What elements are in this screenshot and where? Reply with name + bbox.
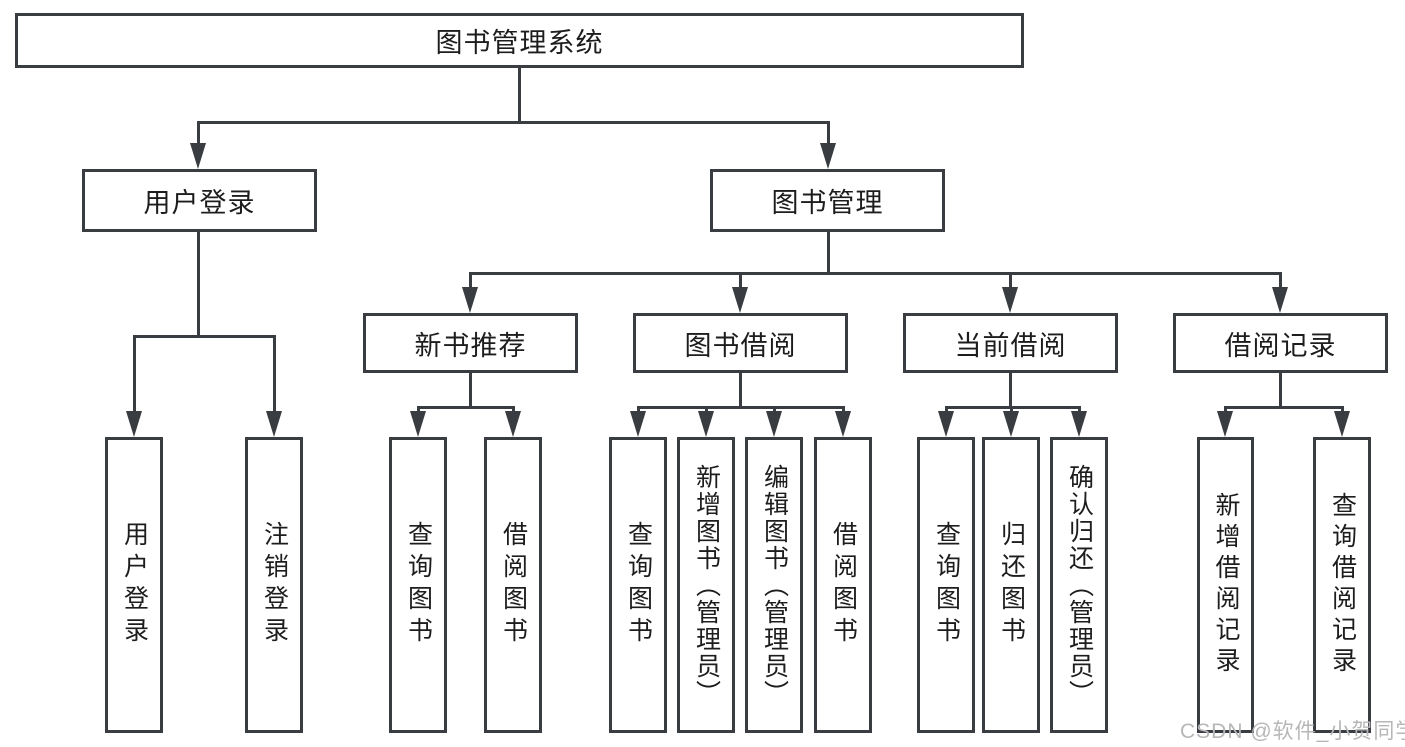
arrow-down-g3-leaf4 xyxy=(835,411,851,437)
connector-book-borrow-bar xyxy=(637,406,845,409)
connector-current-borrow-stub xyxy=(1009,272,1012,290)
arrow-down-g2-leaf2 xyxy=(505,411,521,437)
node-leaf-query-borrow-record: 查询借阅记录 xyxy=(1313,437,1371,733)
node-leaf-add-book-admin: 新增图书（管理员） xyxy=(677,437,735,733)
node-library-system-label: 图书管理系统 xyxy=(435,28,604,58)
node-book-management: 图书管理 xyxy=(710,169,945,232)
connector-borrow-records-stub xyxy=(1279,272,1282,290)
node-book-borrow-label: 图书借阅 xyxy=(684,330,797,361)
connector-g3-leaf2-stub xyxy=(705,406,708,415)
arrow-down-current-borrow xyxy=(1002,287,1018,313)
node-leaf-query-books-borrow-label: 查询图书 xyxy=(624,521,653,649)
node-borrow-records: 借阅记录 xyxy=(1173,313,1388,373)
connector-book-borrow-stub xyxy=(739,272,742,290)
connector-g3-leaf1-stub xyxy=(637,406,640,415)
arrow-down-g5-leaf1 xyxy=(1217,411,1233,437)
node-leaf-edit-book-admin: 编辑图书（管理员） xyxy=(745,437,803,733)
arrow-down-g2-leaf1 xyxy=(410,411,426,437)
connector-current-borrow-stem xyxy=(1009,373,1012,409)
connector-g4-leaf1-stub xyxy=(945,406,948,415)
arrow-down-g4-leaf1 xyxy=(938,411,954,437)
arrow-down-g3-leaf1 xyxy=(630,411,646,437)
connector-g3-leaf4-stub xyxy=(842,406,845,415)
node-leaf-edit-book-admin-label: 编辑图书（管理员） xyxy=(760,463,789,707)
node-leaf-query-books-current-label: 查询图书 xyxy=(932,521,961,649)
connector-book-management-stub xyxy=(827,121,830,146)
connector-g5-leaf1-stub xyxy=(1224,406,1227,415)
connector-level2-bar xyxy=(197,121,830,124)
arrow-down-new-book xyxy=(462,287,478,313)
node-leaf-add-book-admin-label: 新增图书（管理员） xyxy=(692,463,721,707)
connector-new-book-stem xyxy=(469,373,472,409)
node-leaf-query-books-recommend-label: 查询图书 xyxy=(404,521,433,649)
connector-g2-leaf2-stub xyxy=(512,406,515,415)
connector-new-book-stub xyxy=(469,272,472,290)
connector-borrow-records-bar xyxy=(1224,406,1344,409)
arrow-down-book-borrow xyxy=(732,287,748,313)
csdn-watermark: CSDN @软件_小贺同学 xyxy=(1180,720,1405,743)
connector-user-login-stem xyxy=(197,232,200,338)
connector-book-management-stem xyxy=(827,232,830,275)
arrow-down-g4-leaf2 xyxy=(1003,411,1019,437)
arrow-down-g5-leaf2 xyxy=(1334,411,1350,437)
node-leaf-user-login: 用户登录 xyxy=(105,437,163,733)
node-leaf-borrow-books: 借阅图书 xyxy=(814,437,872,733)
node-new-book-recommend: 新书推荐 xyxy=(363,313,578,373)
connector-new-book-bar xyxy=(417,406,515,409)
node-leaf-borrow-books-recommend: 借阅图书 xyxy=(484,437,542,733)
node-leaf-query-borrow-record-label: 查询借阅记录 xyxy=(1328,492,1357,678)
node-current-borrow: 当前借阅 xyxy=(903,313,1118,373)
node-leaf-return-book-label: 归还图书 xyxy=(997,521,1026,649)
connector-g2-leaf1-stub xyxy=(417,406,420,415)
arrow-down-leaf-login xyxy=(126,411,142,437)
node-leaf-confirm-return-admin-label: 确认归还（管理员） xyxy=(1065,463,1094,707)
connector-user-login-bar xyxy=(133,335,276,338)
arrow-down-user-login xyxy=(190,143,206,169)
node-user-login-label: 用户登录 xyxy=(143,188,256,218)
node-leaf-logout-login: 注销登录 xyxy=(245,437,303,733)
connector-root-stem xyxy=(518,68,521,121)
node-leaf-return-book: 归还图书 xyxy=(982,437,1040,733)
connector-book-borrow-stem xyxy=(739,373,742,409)
node-leaf-add-borrow-record-label: 新增借阅记录 xyxy=(1212,492,1240,678)
node-leaf-confirm-return-admin: 确认归还（管理员） xyxy=(1050,437,1108,733)
node-leaf-logout-login-label: 注销登录 xyxy=(260,521,289,649)
node-new-book-recommend-label: 新书推荐 xyxy=(414,330,527,361)
node-leaf-query-books-recommend: 查询图书 xyxy=(389,437,447,733)
node-leaf-query-books-current: 查询图书 xyxy=(917,437,975,733)
connector-level3-bar xyxy=(469,272,1282,275)
node-library-system: 图书管理系统 xyxy=(15,13,1024,68)
node-borrow-records-label: 借阅记录 xyxy=(1224,330,1337,361)
node-book-management-label: 图书管理 xyxy=(771,188,884,218)
arrow-down-g4-leaf3 xyxy=(1071,411,1087,437)
connector-g5-leaf2-stub xyxy=(1341,406,1344,415)
connector-g4-leaf2-stub xyxy=(1010,406,1013,415)
connector-leaf-login-stub xyxy=(133,335,136,415)
node-leaf-add-borrow-record: 新增借阅记录 xyxy=(1197,437,1254,733)
node-current-borrow-label: 当前借阅 xyxy=(954,330,1067,361)
connector-user-login-stub xyxy=(197,121,200,146)
connector-g3-leaf3-stub xyxy=(773,406,776,415)
node-leaf-user-login-label: 用户登录 xyxy=(120,521,149,649)
arrow-down-g3-leaf2 xyxy=(698,411,714,437)
node-book-borrow: 图书借阅 xyxy=(633,313,848,373)
arrow-down-borrow-records xyxy=(1272,287,1288,313)
node-user-login: 用户登录 xyxy=(82,169,317,232)
connector-leaf-logout-stub xyxy=(273,335,276,415)
connector-borrow-records-stem xyxy=(1279,373,1282,409)
arrow-down-g3-leaf3 xyxy=(766,411,782,437)
connector-g4-leaf3-stub xyxy=(1078,406,1081,415)
node-leaf-query-books-borrow: 查询图书 xyxy=(609,437,667,733)
node-leaf-borrow-books-recommend-label: 借阅图书 xyxy=(499,521,528,649)
arrow-down-leaf-logout xyxy=(266,411,282,437)
arrow-down-book-management xyxy=(820,143,836,169)
node-leaf-borrow-books-label: 借阅图书 xyxy=(829,521,858,649)
